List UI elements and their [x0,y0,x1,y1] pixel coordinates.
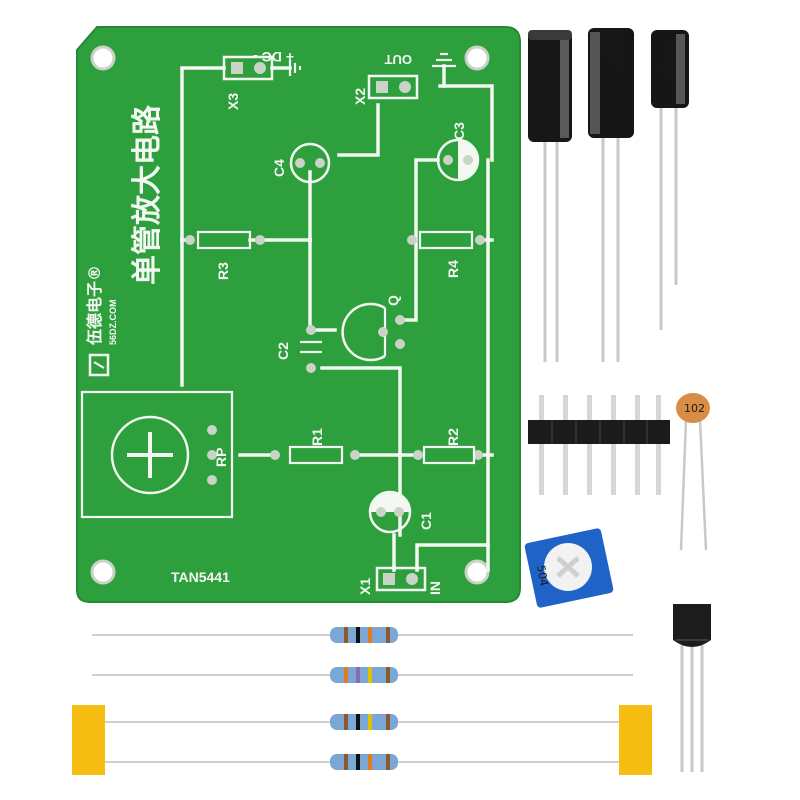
transistor [673,604,711,772]
mount-hole [90,45,116,71]
x3-dc-connector [222,55,302,81]
ceramic-capacitor: 102 [676,393,710,551]
label-in: IN [427,581,443,595]
r1-footprint [270,445,360,465]
electrolytic-capacitor: Hongx [651,30,689,330]
pot-code: 504 [534,564,550,587]
board-title: 单管放大电路 [130,104,165,285]
r4-footprint [407,230,485,250]
c1-footprint [368,490,412,534]
brand-url: 56DZ.COM [108,299,118,345]
label-rp: RP [213,448,229,467]
label-x1: X1 [357,578,373,595]
x2-out-connector [367,52,456,100]
label-dc: + DC - [253,49,294,65]
q-footprint [341,302,405,362]
r2-footprint [413,445,483,465]
label-q: Q [385,295,401,306]
mount-hole [464,559,490,585]
mount-hole [90,559,116,585]
tape-strip [619,705,652,775]
x1-in-connector [375,566,427,592]
c3-footprint [436,138,480,182]
tape-strip [72,705,105,775]
c4-footprint [289,142,331,184]
brand-name: 伍德电子® [85,265,104,346]
axial-resistor [92,627,633,643]
pin-header [528,395,670,495]
axial-resistor [105,714,620,730]
label-c1: C1 [418,512,434,530]
label-x3: X3 [225,93,241,110]
axial-resistor [92,754,633,770]
c2-footprint [300,325,322,373]
r3-footprint [185,230,265,250]
label-r1: R1 [309,428,325,446]
cap-value-text: 100uF [612,36,625,70]
label-c2: C2 [275,342,291,360]
label-r2: R2 [445,428,461,446]
label-out: OUT [385,52,413,67]
ceramic-cap-code: 102 [684,402,705,415]
svg-text:Hongx: Hongx [661,40,674,76]
board-model: TAN5441 [171,569,230,585]
label-c3: C3 [451,122,467,140]
pcb-board: 单管放大电路 伍德电子® 56DZ.COM TAN5441 X3 + DC - … [76,26,521,603]
axial-resistor [92,667,633,683]
cap-voltage-text: 25V [601,36,614,58]
trimmer-potentiometer: 504 [524,528,614,608]
label-x2: X2 [352,88,368,105]
label-r4: R4 [445,260,461,278]
rp-footprint [110,415,217,495]
mount-hole [464,45,490,71]
cap-brand-text: Chongx [537,40,550,82]
label-c4: C4 [271,159,287,177]
label-r3: R3 [215,262,231,280]
brand-logo [88,353,110,377]
electrolytic-capacitor: 100uF 25V [588,28,634,362]
electrolytic-capacitor: Chongx [528,30,572,362]
